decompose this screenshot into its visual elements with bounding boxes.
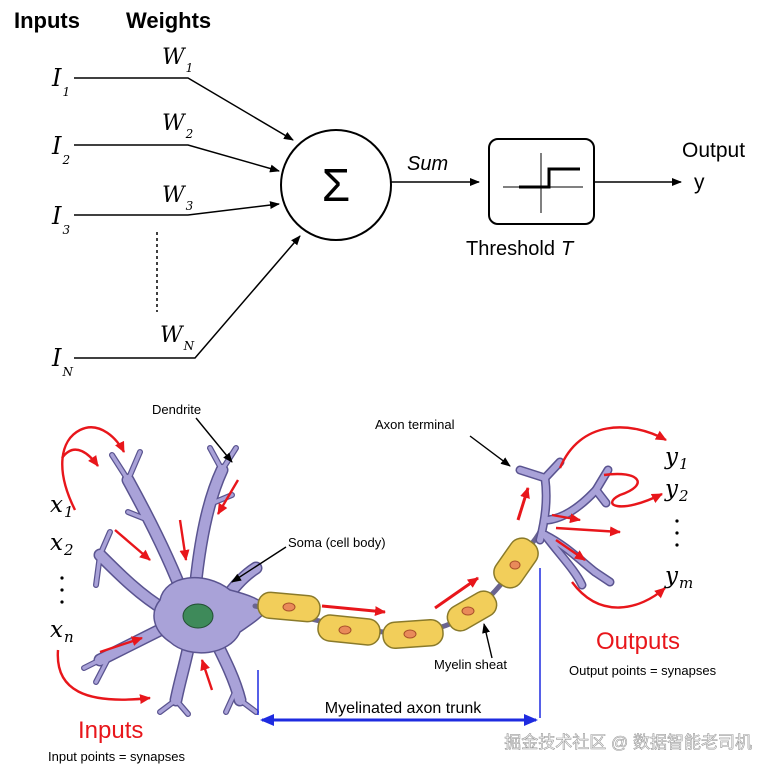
x-input-n: xn bbox=[50, 617, 74, 646]
signal-arrow-input-top-2 bbox=[61, 448, 99, 467]
nucleus bbox=[182, 603, 214, 629]
y-output-ellipsis bbox=[675, 519, 679, 547]
signal-arrow-axon-2 bbox=[434, 576, 479, 610]
signal-arrow-axon-3 bbox=[516, 487, 530, 521]
myelin-label: Myelin sheat bbox=[434, 657, 507, 672]
weight-label-2: W2 bbox=[162, 111, 193, 141]
signal-arrow-dendrite-4 bbox=[200, 659, 214, 691]
sum-label: Sum bbox=[407, 153, 448, 175]
y-output-2: y2 bbox=[664, 476, 689, 505]
summation-symbol: Σ bbox=[322, 159, 350, 211]
signal-arrow-output-2 bbox=[603, 472, 663, 508]
signal-arrow-output-1 bbox=[558, 426, 667, 469]
neuron-inputs-title: Inputs bbox=[78, 717, 143, 744]
step-function-icon bbox=[503, 153, 583, 213]
weights-heading: Weights bbox=[126, 8, 211, 33]
signal-arrow-dendrite-1 bbox=[114, 529, 151, 561]
signal-arrow-dendrite-3 bbox=[99, 636, 143, 654]
x-input-1: x1 bbox=[50, 492, 74, 521]
axon-trunk-measure: Myelinated axon trunk bbox=[257, 568, 541, 726]
output-variable: y bbox=[694, 171, 705, 194]
signal-arrow-terminal-2 bbox=[555, 539, 586, 561]
dendrite-fill bbox=[82, 446, 261, 716]
inputs-heading: Inputs bbox=[14, 8, 80, 33]
weight-label-n: WN bbox=[160, 323, 195, 353]
input-label-1: I1 bbox=[51, 64, 70, 99]
axon-terminal-label: Axon terminal bbox=[375, 417, 455, 432]
input-line-1 bbox=[74, 77, 294, 141]
input-label-n: IN bbox=[51, 344, 73, 379]
signal-arrow-terminal-1 bbox=[551, 513, 581, 524]
signal-arrow-dendrite-2 bbox=[216, 479, 240, 515]
trunk-label: Myelinated axon trunk bbox=[325, 700, 483, 717]
input-label-3: I3 bbox=[51, 202, 70, 237]
y-output-m: ym bbox=[664, 563, 693, 592]
x-input-2: x2 bbox=[50, 530, 74, 559]
weight-label-1: W1 bbox=[162, 45, 193, 75]
x-input-ellipsis bbox=[60, 576, 64, 604]
input-label-2: I2 bbox=[51, 132, 70, 167]
output-label: Output bbox=[682, 139, 745, 162]
myelin-sheath bbox=[257, 537, 539, 650]
dendrite-pointer bbox=[195, 417, 233, 463]
signal-arrows bbox=[56, 426, 667, 705]
input-line-n bbox=[74, 235, 301, 359]
axon-terminal-pointer bbox=[469, 435, 511, 467]
soma-label: Soma (cell body) bbox=[288, 535, 386, 550]
signal-arrow-input-top bbox=[61, 426, 126, 511]
signal-arrow-terminal-3 bbox=[555, 526, 621, 537]
input-line-2 bbox=[74, 144, 280, 173]
y-output-1: y1 bbox=[664, 444, 689, 473]
perceptron-diagram: Inputs Weights I1 I2 I3 IN W1 W2 W3 WN Σ bbox=[14, 8, 745, 379]
neuron-outputs-title: Outputs bbox=[596, 628, 680, 655]
soma-pointer bbox=[231, 546, 287, 583]
neuron-outputs-caption: Output points = synapses bbox=[569, 663, 717, 678]
summation-node bbox=[280, 129, 392, 241]
input-line-3 bbox=[74, 201, 280, 216]
neuron-inputs-caption: Input points = synapses bbox=[48, 749, 185, 764]
signal-arrow-axon-1 bbox=[321, 604, 386, 617]
myelin-pointer bbox=[482, 623, 493, 659]
signal-arrow-output-3 bbox=[571, 581, 666, 609]
neuron-diagram: Dendrite Soma (cell body) Axon terminal … bbox=[48, 402, 717, 764]
weight-label-3: W3 bbox=[162, 183, 194, 213]
signal-arrow-dendrite-5 bbox=[178, 519, 190, 561]
dendrite-label: Dendrite bbox=[152, 402, 201, 417]
axon-terminal-branches bbox=[515, 457, 615, 590]
watermark: 掘金技术社区 @ 数据智能老司机 bbox=[504, 733, 752, 752]
signal-arrow-input-bottom bbox=[56, 649, 151, 705]
